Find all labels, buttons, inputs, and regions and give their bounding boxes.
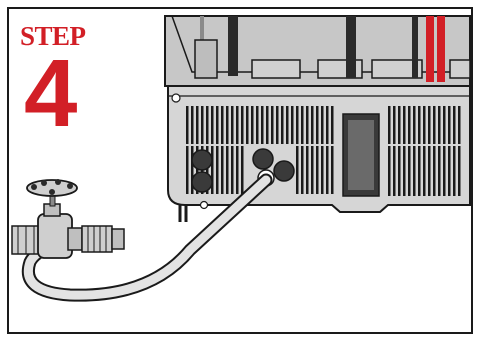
vent-slot (291, 106, 294, 144)
rear-panel (168, 86, 470, 222)
screw-icon (201, 202, 208, 209)
vent-slot (256, 106, 259, 144)
vent-slot (226, 106, 229, 144)
vent-slot (403, 106, 406, 144)
vent-slot (306, 106, 309, 144)
vent-slot (196, 106, 199, 144)
vent-slot (301, 146, 304, 194)
vent-slot (428, 146, 431, 196)
vent-slot (453, 106, 456, 144)
vent-slot (246, 106, 249, 144)
vent-slot (398, 146, 401, 196)
vent-slot (403, 146, 406, 196)
vent-slot (296, 106, 299, 144)
vent-slot (206, 106, 209, 144)
vent-slot (301, 106, 304, 144)
vent-slot (286, 106, 289, 144)
vent-slot (438, 146, 441, 196)
faucet-icon (12, 179, 124, 258)
vent-slot (186, 106, 189, 144)
vent-slot (331, 106, 334, 144)
vent-slot (418, 146, 421, 196)
vent-slot (191, 106, 194, 144)
vent-grille (186, 106, 461, 196)
vent-slot (311, 146, 314, 194)
port-icon (253, 149, 273, 169)
vent-slot (226, 146, 229, 194)
vent-slot (443, 106, 446, 144)
vent-slot (398, 106, 401, 144)
vent-slot (201, 106, 204, 144)
vent-slot (231, 106, 234, 144)
vent-slot (316, 146, 319, 194)
port-icon (274, 161, 294, 181)
vent-slot (326, 146, 329, 194)
vent-slot (388, 106, 391, 144)
vent-slot (438, 106, 441, 144)
vent-slot (281, 106, 284, 144)
vent-slot (331, 146, 334, 194)
vent-slot (241, 146, 244, 194)
vent-slot (413, 146, 416, 196)
vent-slot (388, 146, 391, 196)
vent-slot (393, 146, 396, 196)
vent-slot (216, 146, 219, 194)
vent-slot (433, 146, 436, 196)
vent-slot (241, 106, 244, 144)
vent-slot (251, 106, 254, 144)
vent-slot (211, 106, 214, 144)
machine-body (165, 16, 470, 86)
vent-slot (221, 146, 224, 194)
vent-slot (443, 146, 446, 196)
vent-slot (261, 106, 264, 144)
vent-slot (306, 146, 309, 194)
vent-slot (316, 106, 319, 144)
red-wire (426, 16, 434, 82)
port-icon (192, 150, 212, 170)
vent-slot (418, 106, 421, 144)
vent-slot (433, 106, 436, 144)
hose-connector (82, 226, 112, 252)
vent-slot (296, 146, 299, 194)
red-wire (437, 16, 445, 82)
vent-slot (221, 106, 224, 144)
vent-slot (408, 146, 411, 196)
vent-slot (413, 106, 416, 144)
vent-slot (448, 106, 451, 144)
vent-slot (266, 106, 269, 144)
vent-slot (458, 146, 461, 196)
vent-slot (311, 106, 314, 144)
screw-icon (172, 94, 180, 102)
vent-slot (423, 146, 426, 196)
vent-slot (453, 146, 456, 196)
vent-slot (408, 106, 411, 144)
vent-slot (448, 146, 451, 196)
vent-slot (186, 146, 189, 194)
vent-slot (236, 106, 239, 144)
vent-slot (321, 146, 324, 194)
port-icon (192, 172, 212, 192)
vent-slot (423, 106, 426, 144)
step-number: 4 (24, 46, 77, 142)
vent-slot (428, 106, 431, 144)
vent-slot (231, 146, 234, 194)
vent-slot (271, 106, 274, 144)
vent-slot (216, 106, 219, 144)
vent-slot (276, 106, 279, 144)
vent-slot (326, 106, 329, 144)
vent-slot (393, 106, 396, 144)
vent-slot (236, 146, 239, 194)
vent-slot (321, 106, 324, 144)
vent-slot (458, 106, 461, 144)
